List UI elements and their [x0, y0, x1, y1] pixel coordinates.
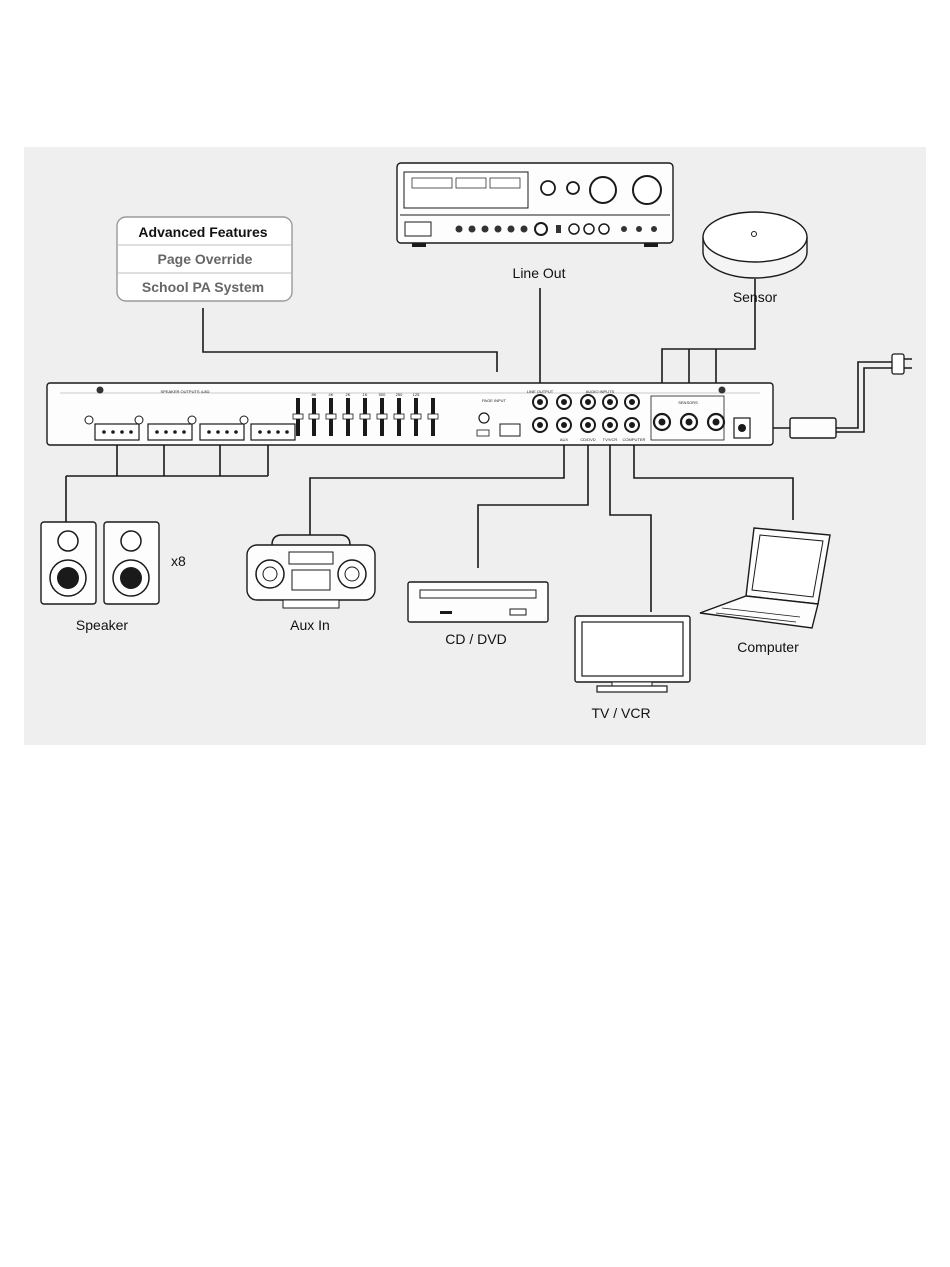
- feature-school-pa: School PA System: [142, 279, 264, 295]
- power-adapter: [790, 418, 836, 438]
- computer-label: Computer: [737, 639, 799, 655]
- eq-band-250: 250: [396, 392, 403, 397]
- eq-band-1k: 1K: [363, 392, 368, 397]
- features-box: Advanced Features Page Override School P…: [117, 217, 292, 301]
- eq-band-500: 500: [379, 392, 386, 397]
- sensor-label: Sensor: [733, 289, 778, 305]
- computer-jack-label: COMPUTER: [623, 437, 646, 442]
- audio-inputs-title: AUDIO INPUTS: [586, 389, 615, 394]
- line-out-amplifier: [397, 163, 673, 247]
- aux-in-label: Aux In: [290, 617, 330, 633]
- cd-dvd-label: CD / DVD: [445, 631, 506, 647]
- speaker-label: Speaker: [76, 617, 128, 633]
- eq-band-125: 125: [413, 392, 420, 397]
- eq-sliders: 8K 4K 2K 1K 500 250 125: [293, 392, 438, 436]
- sensor-device: [703, 212, 807, 278]
- line-out-label: Line Out: [513, 265, 566, 281]
- tv-vcr-jack-label: TV/VCR: [603, 437, 618, 442]
- power-jack: [734, 418, 750, 438]
- eq-band-8k: 8K: [312, 392, 317, 397]
- tv-icon: [575, 616, 690, 692]
- boombox-icon: [247, 535, 375, 608]
- mixer-rear-panel: SPEAKER OUTPUTS 4-8Ω: [47, 383, 773, 445]
- speaker-count-label: x8: [171, 553, 186, 569]
- page-input-title: PAGE INPUT: [482, 398, 506, 403]
- tv-vcr-label: TV / VCR: [591, 705, 650, 721]
- speaker-outputs-title: SPEAKER OUTPUTS 4-8Ω: [160, 389, 209, 394]
- eq-band-4k: 4K: [329, 392, 334, 397]
- sensors-title: SENSORS: [678, 400, 698, 405]
- cd-dvd-jack-label: CD/DVD: [580, 437, 595, 442]
- feature-advanced: Advanced Features: [138, 224, 267, 240]
- aux-jack-label: AUX: [560, 437, 569, 442]
- cd-dvd-player-icon: [408, 582, 548, 622]
- line-output-title: LINE OUTPUT: [527, 389, 554, 394]
- eq-band-2k: 2K: [346, 392, 351, 397]
- feature-page-override: Page Override: [158, 251, 253, 267]
